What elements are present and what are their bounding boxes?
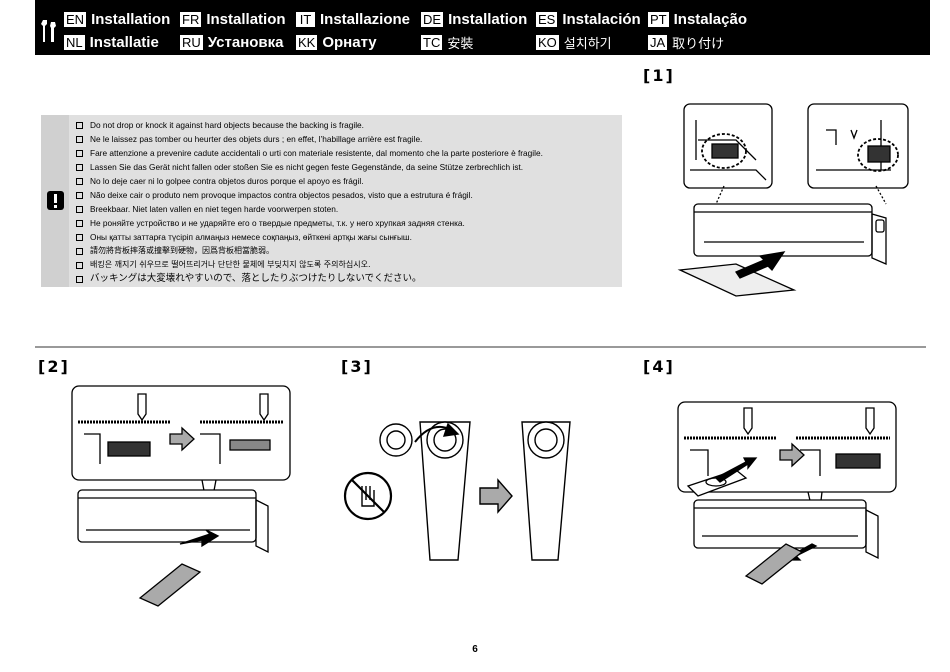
caution-item-fr: Ne le laissez pas tomber ou heurter des … <box>76 132 543 146</box>
checkbox-bullet-icon <box>76 149 83 157</box>
caution-sidebar <box>41 115 69 287</box>
caution-item-ko: 배킹은 깨지기 쉬우므로 떨어뜨리거나 단단한 물체에 부딪치지 않도록 주의하… <box>76 258 543 272</box>
caution-item-pt: Não deixe cair o produto nem provoque im… <box>76 188 543 202</box>
caution-list: Do not drop or knock it against hard obj… <box>76 118 543 286</box>
wrench-screwdriver-icon <box>41 20 56 42</box>
step-4-illustration <box>677 401 897 585</box>
checkbox-bullet-icon <box>76 205 83 213</box>
caution-note: Do not drop or knock it against hard obj… <box>41 115 622 287</box>
checkbox-bullet-icon <box>76 191 83 199</box>
caution-item-ja: バッキングは大変壊れやすいので、落としたりぶつけたりしないでください。 <box>76 272 543 286</box>
step-2-label: [2] <box>38 357 70 376</box>
checkbox-bullet-icon <box>76 135 83 143</box>
caution-item-es: No lo deje caer ni lo golpee contra obje… <box>76 174 543 188</box>
page-number: 6 <box>472 644 478 655</box>
step-1-illustration <box>677 103 909 297</box>
caution-item-kk: Оны қатты заттарға түсіріп алмаңыз немес… <box>76 230 543 244</box>
caution-icon <box>47 191 64 210</box>
caution-item-it: Fare attenzione a prevenire cadute accid… <box>76 146 543 160</box>
checkbox-bullet-icon <box>76 219 83 227</box>
caution-item-tc: 請勿將背板摔落或撞擊到硬物，因爲背板相當脆弱。 <box>76 244 543 258</box>
checkbox-bullet-icon <box>76 275 83 283</box>
checkbox-bullet-icon <box>76 177 83 185</box>
checkbox-bullet-icon <box>76 163 83 171</box>
checkbox-bullet-icon <box>76 233 83 241</box>
checkbox-bullet-icon <box>76 121 83 129</box>
step-3-label: [3] <box>341 357 373 376</box>
checkbox-bullet-icon <box>76 247 83 255</box>
section-divider <box>35 346 926 348</box>
caution-item-en: Do not drop or knock it against hard obj… <box>76 118 543 132</box>
caution-item-de: Lassen Sie das Gerät nicht fallen oder s… <box>76 160 543 174</box>
step-4-label: [4] <box>643 357 675 376</box>
checkbox-bullet-icon <box>76 261 83 269</box>
step-1-label: [1] <box>643 66 675 85</box>
caution-item-nl: Breekbaar. Niet laten vallen en niet teg… <box>76 202 543 216</box>
step-3-illustration <box>343 421 571 561</box>
caution-item-ru: Не роняйте устройство и не ударяйте его … <box>76 216 543 230</box>
step-2-illustration <box>71 385 291 607</box>
